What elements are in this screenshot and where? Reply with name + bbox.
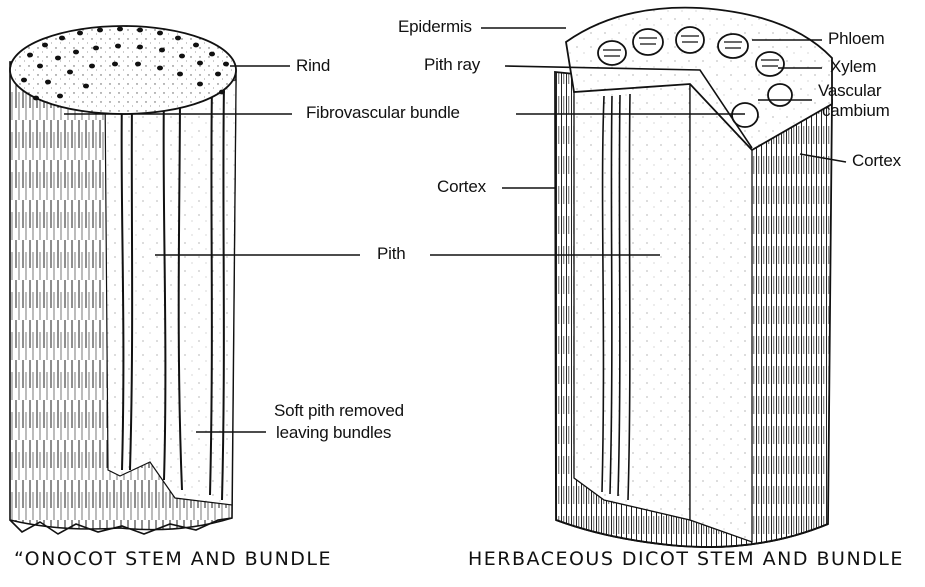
- label-xylem: Xylem: [830, 58, 876, 76]
- label-cortex-right: Cortex: [852, 152, 901, 170]
- label-fibrovascular-bundle: Fibrovascular bundle: [306, 104, 460, 122]
- dicot-pith-face-right: [690, 84, 752, 542]
- dicot-stem: [555, 8, 832, 547]
- label-phloem: Phloem: [828, 30, 884, 48]
- caption-monocot: “ONOCOT STEM AND BUNDLE: [14, 548, 332, 570]
- label-soft-pith-line1: Soft pith removed: [274, 402, 404, 420]
- label-cortex-left: Cortex: [437, 178, 486, 196]
- monocot-stem: [10, 26, 236, 534]
- monocot-top-section: [10, 26, 236, 114]
- label-vascular-line2: cambium: [822, 102, 890, 120]
- monocot-cut-region: [105, 80, 236, 505]
- label-rind: Rind: [296, 57, 330, 75]
- label-soft-pith-line2: leaving bundles: [276, 424, 391, 442]
- label-epidermis: Epidermis: [398, 18, 472, 36]
- label-vascular-line1: Vascular: [818, 82, 881, 100]
- caption-dicot: HERBACEOUS DICOT STEM AND BUNDLE: [468, 548, 904, 570]
- label-pith: Pith: [377, 245, 406, 263]
- label-pith-ray: Pith ray: [424, 56, 480, 74]
- dicot-pith-face-left: [574, 84, 690, 520]
